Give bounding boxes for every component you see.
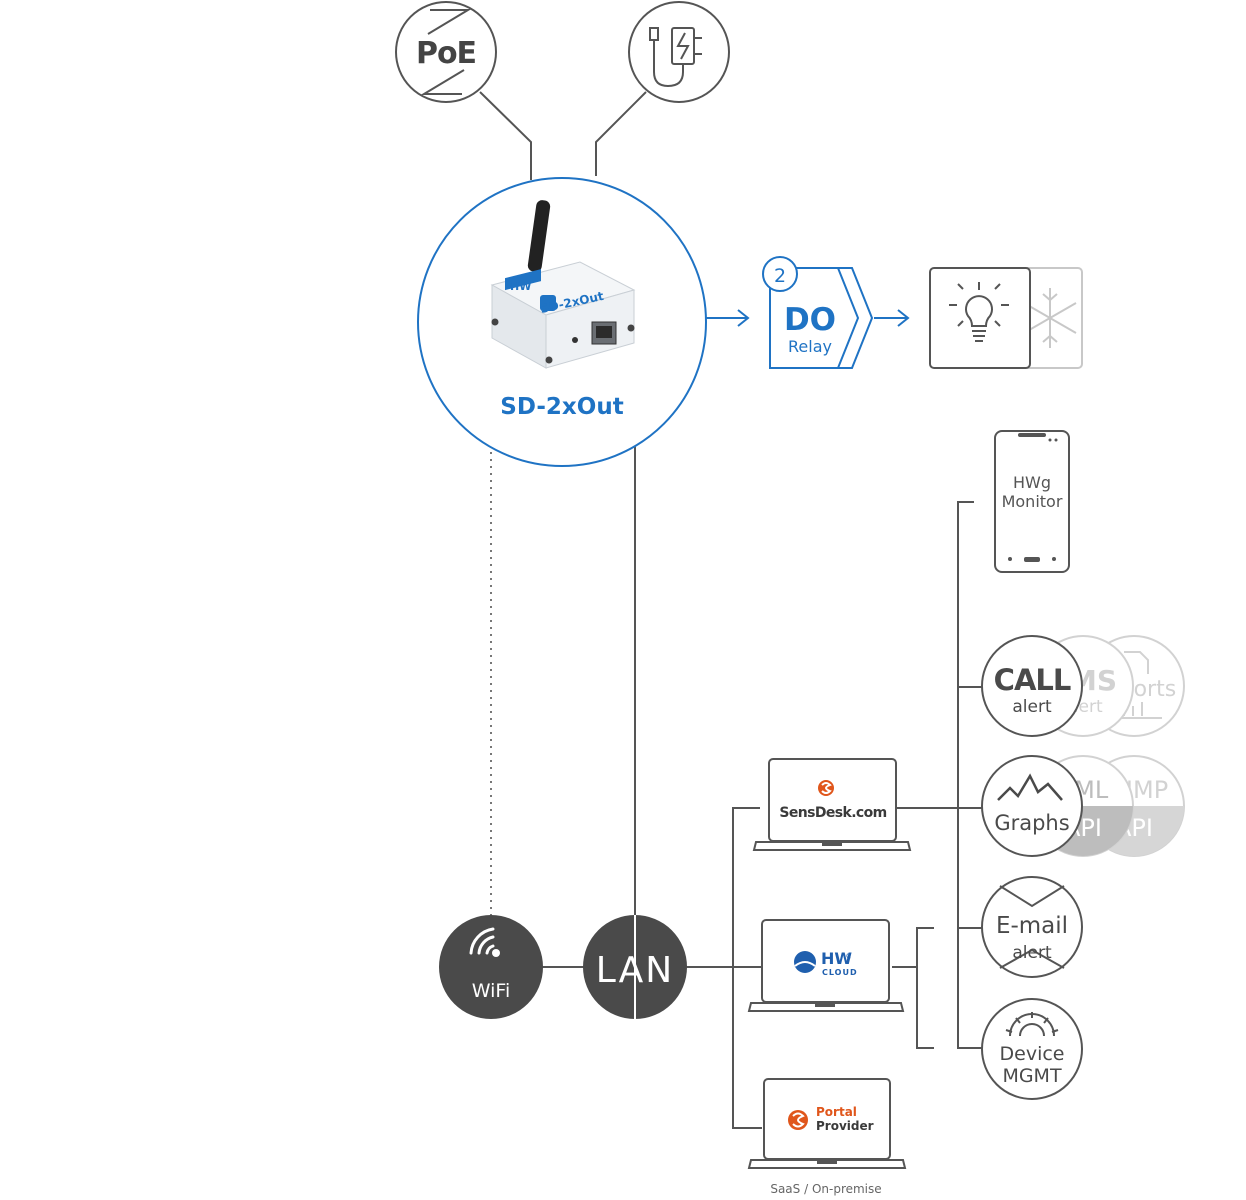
load-icons — [929, 267, 1083, 369]
hwg-cloud-logo-icon — [794, 951, 816, 973]
platform-footnote: SaaS / On-premise — [770, 1182, 881, 1196]
graphs-circle: Graphs — [981, 755, 1083, 857]
device-name: SD-2xOut — [500, 394, 623, 420]
power-adapter-icon — [649, 27, 702, 88]
light-bulb-icon — [949, 282, 1009, 342]
portal-line1: Portal — [816, 1105, 857, 1119]
device-mgmt-circle: Device MGMT — [981, 998, 1083, 1100]
output-count-badge — [762, 256, 798, 292]
device-mgmt-line1: Device — [1000, 1043, 1065, 1065]
email-alert-circle: E-mail alert — [981, 876, 1083, 978]
lan-label: LAN — [596, 950, 674, 991]
portal-line2: Provider — [816, 1119, 874, 1133]
wifi-label: WiFi — [472, 980, 510, 1002]
do-relay-box: 2 DO Relay — [762, 256, 874, 369]
email-title: E-mail — [996, 913, 1068, 939]
output-arrows — [706, 309, 910, 327]
device-circle: HW SD-2xOut SD-2xOut — [417, 177, 707, 467]
hwg-cloud-sub: g — [846, 951, 851, 960]
portal-provider-laptop: Portal Provider — [747, 1078, 907, 1169]
sensdesk-label: SensDesk.com — [779, 805, 886, 821]
call-title: CALL — [994, 663, 1071, 697]
power-adapter-circle — [628, 1, 730, 103]
antenna-icon — [527, 200, 551, 272]
device-box-image: HW SD-2xOut — [490, 261, 636, 369]
hwg-cloud-laptop: HW g CLOUD — [747, 919, 905, 1012]
lan-node: LAN — [583, 915, 687, 1019]
phone-line2: Monitor — [1002, 492, 1063, 511]
poe-circle: PoE — [395, 1, 497, 103]
phone-line1: HWg — [1013, 473, 1051, 492]
sensdesk-laptop: SensDesk.com — [752, 758, 912, 851]
output-count: 2 — [774, 265, 786, 287]
device-mgmt-line2: MGMT — [1002, 1065, 1062, 1087]
connector-lines — [479, 91, 982, 1129]
hwg-cloud-brand: HW — [821, 949, 852, 968]
call-alert-circle: CALL alert — [981, 635, 1083, 737]
portal-provider-logo-icon — [788, 1110, 808, 1130]
call-sub: alert — [1012, 697, 1052, 717]
output-subtype: Relay — [788, 337, 832, 356]
poe-label: PoE — [416, 36, 476, 71]
wifi-node: WiFi — [439, 915, 543, 1019]
envelope-icon — [999, 885, 1065, 908]
graphs-label: Graphs — [994, 811, 1069, 835]
output-type: DO — [784, 302, 836, 338]
email-sub: alert — [1012, 943, 1052, 963]
hwg-cloud-label: CLOUD — [822, 968, 858, 977]
snowflake-icon — [1023, 288, 1077, 348]
device-brand-mark: HW — [510, 280, 531, 293]
gear-icon — [1005, 1012, 1059, 1037]
poe-bolt-top-icon — [427, 9, 472, 35]
poe-bolt-bottom-icon — [420, 69, 465, 95]
sensdesk-logo-icon — [818, 780, 834, 796]
hwg-monitor-phone: HWg Monitor — [994, 430, 1070, 573]
graph-line-icon — [997, 773, 1063, 801]
wifi-icon — [469, 927, 495, 955]
